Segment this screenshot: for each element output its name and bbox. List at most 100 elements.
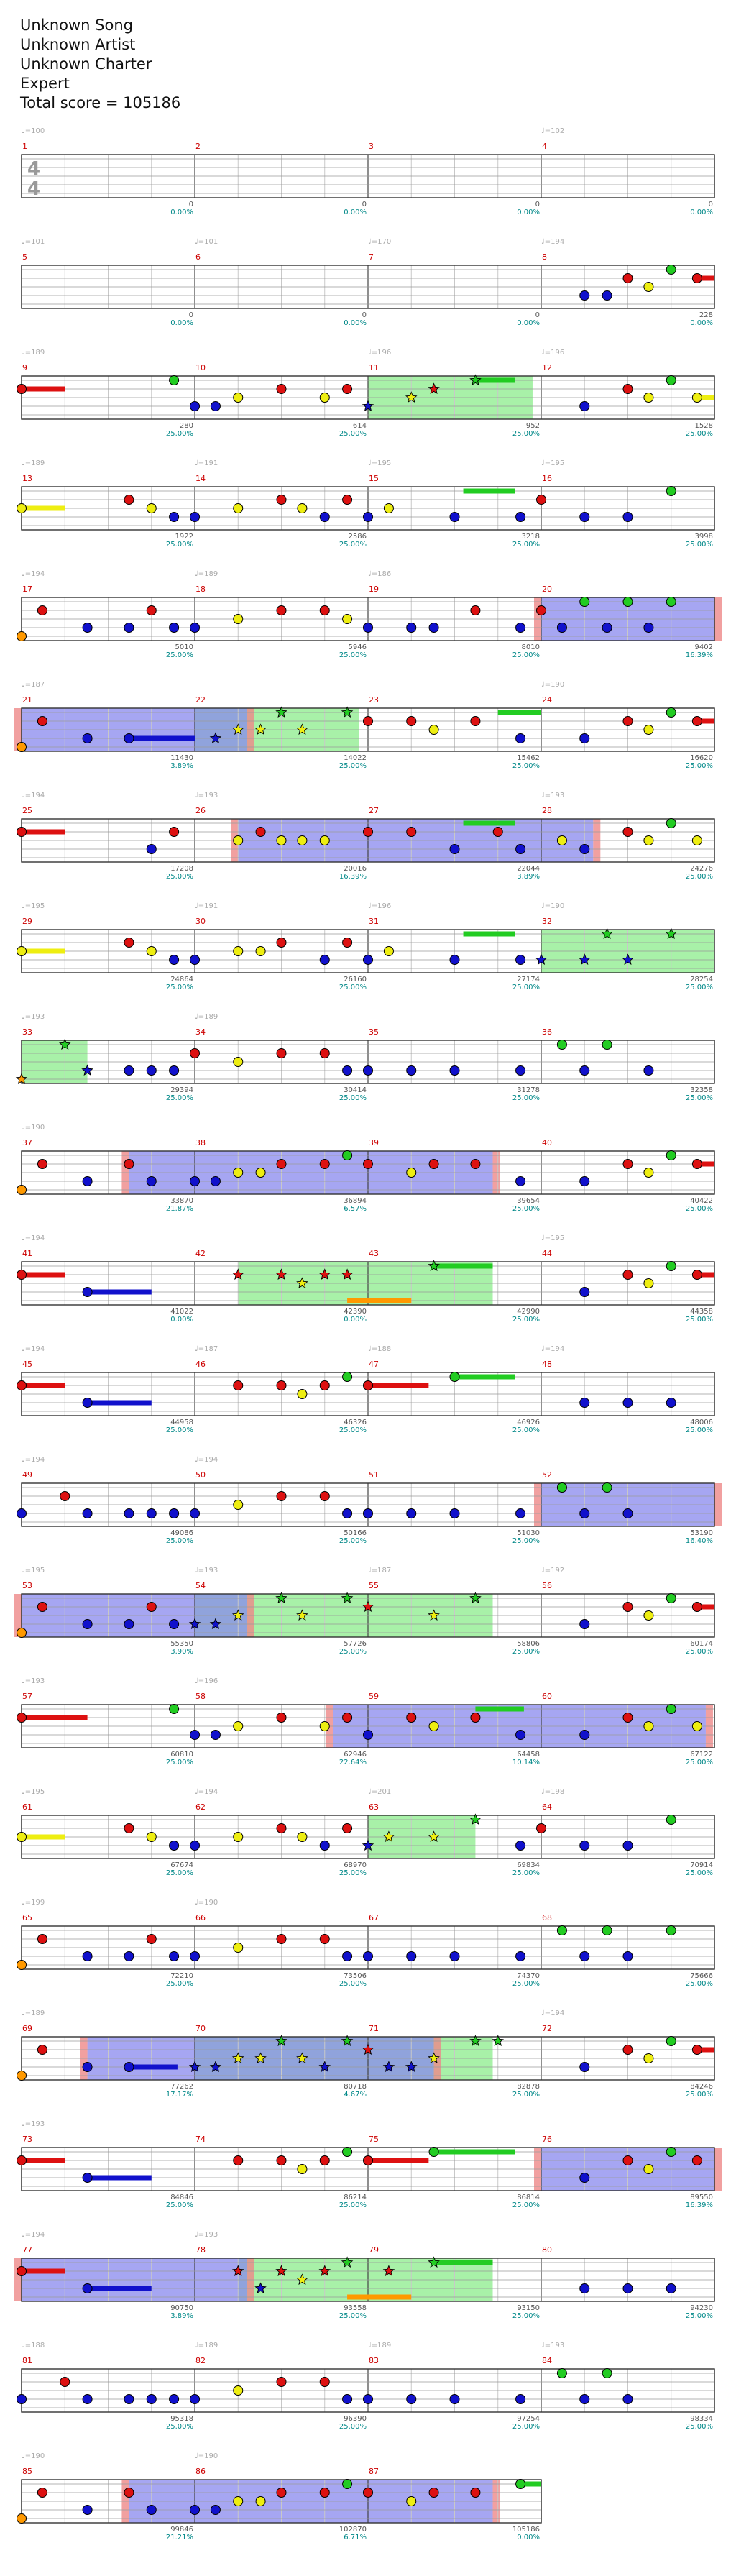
note-yellow (643, 1168, 654, 1178)
measure-number: 56 (542, 1581, 552, 1590)
measure-number: 19 (369, 585, 379, 594)
measure-number: 6 (196, 252, 201, 262)
measure-percent: 25.00% (512, 1426, 540, 1434)
sustain-red (696, 718, 714, 724)
note-blue (190, 955, 200, 965)
measure-percent: 25.00% (166, 430, 193, 438)
star-note-red (275, 2265, 288, 2277)
note-yellow (428, 725, 439, 735)
measure-score: 33870 (170, 1197, 193, 1205)
measure-score: 97254 (517, 2415, 540, 2423)
measure-percent: 25.00% (686, 1205, 713, 1213)
measure-number: 27 (369, 806, 379, 815)
measure-percent: 25.00% (512, 541, 540, 549)
note-blue (82, 2062, 93, 2072)
staff-frame (21, 2258, 715, 2302)
measure-score: 89550 (690, 2194, 713, 2201)
measure-number: 36 (542, 1027, 552, 1037)
bpm-marker: ♩=102 (541, 127, 564, 135)
note-blue (342, 1951, 353, 1961)
note-blue (190, 2394, 200, 2404)
star-note-red (362, 1600, 374, 1613)
star-note-green (469, 1813, 482, 1825)
bpm-marker: ♩=194 (22, 1345, 45, 1353)
star-note-green (665, 927, 678, 940)
measure-score: 9402 (695, 643, 713, 651)
measure-number: 24 (542, 695, 552, 705)
artist-name: Unknown Artist (20, 36, 136, 53)
measure-number: 15 (369, 474, 379, 483)
measure-score: 86814 (517, 2194, 540, 2201)
bpm-marker: ♩=193 (22, 2120, 45, 2128)
note-yellow (643, 725, 654, 735)
note-red (37, 605, 47, 615)
note-red (124, 2488, 134, 2498)
note-red (406, 716, 417, 726)
note-blue (449, 2394, 460, 2404)
note-blue (17, 1508, 27, 1518)
note-yellow (383, 946, 394, 956)
note-red (536, 1823, 546, 1833)
staff-frame (21, 265, 715, 309)
note-yellow (556, 835, 567, 845)
note-blue (82, 733, 93, 743)
note-blue (190, 512, 200, 522)
bpm-marker: ♩=194 (541, 1345, 564, 1353)
measure-score: 46926 (517, 1418, 540, 1426)
measure-percent: 0.00% (517, 319, 540, 327)
measure-percent: 25.00% (166, 1980, 193, 1988)
measure-number: 44 (542, 1249, 552, 1258)
note-green (342, 1372, 353, 1382)
bpm-marker: ♩=187 (195, 1345, 218, 1353)
note-yellow (233, 2385, 244, 2396)
bpm-marker: ♩=196 (368, 349, 391, 357)
star-note-red (318, 1268, 331, 1280)
bpm-marker: ♩=193 (541, 792, 564, 799)
note-red (146, 1934, 157, 1944)
measure-percent: 25.00% (166, 873, 193, 881)
measure-number: 34 (196, 1027, 206, 1037)
star-note-blue (209, 732, 222, 744)
sustain-blue (129, 735, 195, 741)
note-red (691, 273, 702, 283)
bpm-marker: ♩=195 (22, 1567, 45, 1575)
note-blue (82, 2505, 93, 2515)
note-blue (146, 1176, 157, 1186)
measure-score: 62946 (344, 1751, 367, 1759)
measure-number: 80 (542, 2245, 552, 2255)
measure-percent: 25.00% (512, 2312, 540, 2320)
note-red (319, 605, 330, 615)
measure-number: 25 (22, 806, 32, 815)
note-blue (449, 1951, 460, 1961)
measure-score: 5946 (349, 643, 367, 651)
note-yellow (342, 614, 353, 624)
measure-percent: 25.00% (339, 2423, 367, 2431)
note-blue (556, 623, 567, 633)
measure-score: 90750 (170, 2304, 193, 2312)
bpm-marker: ♩=194 (22, 2231, 45, 2239)
measure-score: 80718 (344, 2083, 367, 2091)
note-blue (515, 1065, 526, 1076)
note-blue (622, 512, 633, 522)
measure-percent: 0.00% (170, 1316, 193, 1324)
note-red (342, 384, 353, 394)
measure-percent: 10.14% (512, 1759, 540, 1766)
measure-percent: 0.00% (344, 208, 367, 216)
measure-percent: 0.00% (344, 319, 367, 327)
note-yellow (276, 835, 287, 845)
measure-number: 39 (369, 1138, 379, 1147)
measure-score: 41022 (170, 1308, 193, 1316)
measure-number: 74 (196, 2135, 206, 2144)
note-blue (82, 1619, 93, 1629)
note-red (319, 2155, 330, 2165)
staff-frame (21, 2479, 542, 2524)
note-red (276, 1048, 287, 1058)
note-blue (406, 1065, 417, 1076)
bpm-marker: ♩=189 (195, 570, 218, 578)
measure-number: 86 (196, 2467, 206, 2476)
note-green (342, 1150, 353, 1160)
note-blue (449, 1065, 460, 1076)
sustain-green (463, 931, 515, 937)
measure-score: 14022 (344, 754, 367, 762)
note-blue (579, 1730, 590, 1740)
